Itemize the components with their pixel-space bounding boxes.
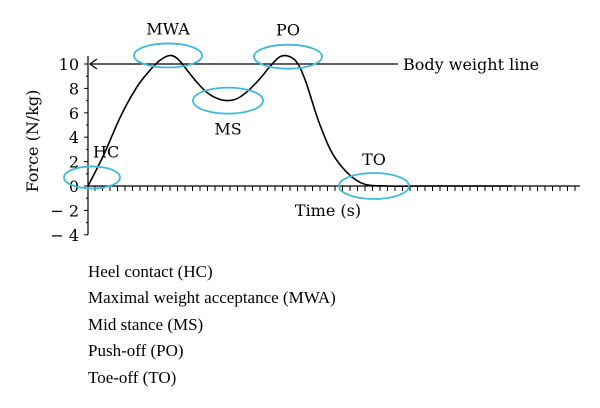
marker-ellipse-mwa bbox=[133, 42, 203, 69]
y-tick-label: 2 bbox=[69, 153, 79, 172]
phase-markers: HC MWA MS PO TO bbox=[63, 19, 410, 200]
marker-label-mwa: MWA bbox=[146, 19, 190, 38]
marker-label-to: TO bbox=[362, 150, 386, 169]
body-weight-arrow bbox=[88, 58, 98, 70]
marker-ellipse-to bbox=[338, 172, 410, 200]
marker-label-hc: HC bbox=[93, 142, 119, 161]
marker-ellipse-po bbox=[253, 43, 323, 70]
force-curve-group bbox=[87, 54, 512, 188]
legend-item-mwa: Maximal weight acceptance (MWA) bbox=[88, 288, 336, 308]
force-curve-line bbox=[87, 54, 512, 188]
body-weight-line-group: Body weight line bbox=[88, 55, 539, 74]
x-axis-label: Time (s) bbox=[295, 201, 361, 220]
body-weight-line-label: Body weight line bbox=[403, 55, 539, 74]
legend-item-to: Toe-off (TO) bbox=[88, 367, 177, 387]
y-tick-label: 10 bbox=[59, 55, 79, 74]
legend-item-ms: Mid stance (MS) bbox=[88, 314, 204, 334]
legend-item-hc: Heel contact (HC) bbox=[88, 262, 213, 281]
y-axis-label: Force (N/kg) bbox=[23, 90, 42, 193]
y-tick-label: 6 bbox=[69, 104, 79, 123]
y-tick-label: − 4 bbox=[50, 226, 79, 245]
marker-label-po: PO bbox=[276, 21, 300, 40]
legend-item-po: Push-off (PO) bbox=[88, 341, 184, 361]
phase-legend: Heel contact (HC) Maximal weight accepta… bbox=[88, 259, 336, 391]
y-tick-label: − 2 bbox=[50, 201, 79, 220]
y-tick-label: 4 bbox=[69, 128, 79, 147]
marker-label-ms: MS bbox=[214, 120, 241, 139]
marker-ellipse-ms bbox=[192, 86, 264, 115]
y-tick-label: 8 bbox=[69, 79, 79, 98]
marker-ellipse-hc bbox=[63, 165, 121, 190]
